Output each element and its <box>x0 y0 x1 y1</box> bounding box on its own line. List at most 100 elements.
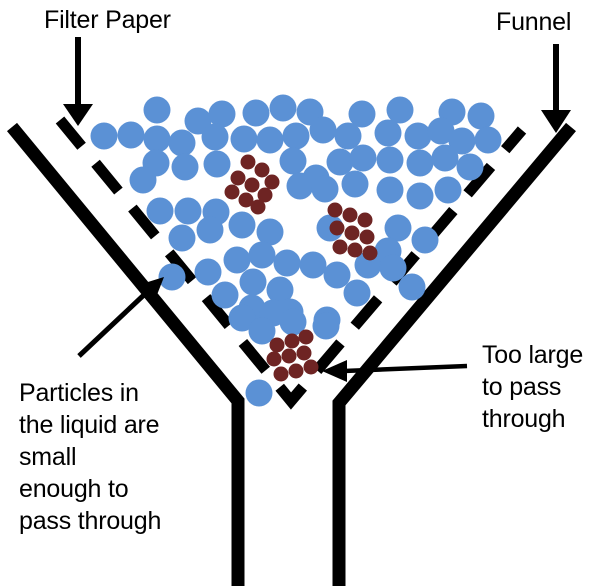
small-particle <box>174 197 202 225</box>
small-particle <box>171 153 199 181</box>
small-particle <box>376 176 404 204</box>
large-particle <box>240 154 256 170</box>
small-particle <box>427 117 455 145</box>
arrowhead-down-icon <box>541 110 571 133</box>
small-particle <box>406 182 434 210</box>
small-particle <box>245 379 273 407</box>
small-particle <box>404 122 432 150</box>
large-particle <box>362 245 378 261</box>
large-particle <box>266 351 282 367</box>
small-particle <box>230 125 258 153</box>
filter-paper-arrow <box>63 37 93 126</box>
large-particles <box>224 154 378 382</box>
small-particles <box>90 94 502 407</box>
small-particle <box>256 126 284 154</box>
large-particle <box>257 187 273 203</box>
small-particle <box>196 216 224 244</box>
small-particle <box>334 122 362 150</box>
small-particle <box>456 153 484 181</box>
small-particle <box>299 251 327 279</box>
small-particle <box>282 122 310 150</box>
large-particle <box>273 366 289 382</box>
small-particle <box>248 241 276 269</box>
large-particle <box>357 212 373 228</box>
large-particles-arrow <box>322 360 468 382</box>
arrowhead-upright-icon <box>135 277 164 305</box>
small-particle <box>143 96 171 124</box>
small-particle <box>273 249 301 277</box>
arrowhead-left-icon <box>322 360 347 382</box>
small-particle <box>474 126 502 154</box>
small-particle <box>146 197 174 225</box>
small-particle <box>266 276 294 304</box>
large-particle <box>327 202 343 218</box>
small-particle <box>467 102 495 130</box>
small-particle <box>248 317 276 345</box>
large-particle <box>284 333 300 349</box>
small-particle <box>211 281 239 309</box>
small-particle <box>201 123 229 151</box>
large-particle <box>254 162 270 178</box>
small-particle <box>117 121 145 149</box>
small-particle <box>411 226 439 254</box>
large-particle <box>332 239 348 255</box>
large-particle <box>238 192 254 208</box>
small-particle <box>223 246 251 274</box>
large-particle <box>250 199 266 215</box>
small-particle <box>309 116 337 144</box>
small-particle <box>90 122 118 150</box>
small-particle <box>184 107 212 135</box>
large-particle <box>342 207 358 223</box>
small-particle <box>348 100 376 128</box>
small-particle <box>286 172 314 200</box>
small-particle <box>279 147 307 175</box>
small-particle <box>343 279 371 307</box>
small-particle <box>312 312 340 340</box>
large-particle <box>244 177 260 193</box>
large-particle <box>359 229 375 245</box>
small-particle <box>143 125 171 153</box>
small-particle <box>242 99 270 127</box>
small-particle <box>431 144 459 172</box>
filter-paper-dashed-line <box>55 116 527 410</box>
large-particle <box>296 345 312 361</box>
small-particle <box>269 94 297 122</box>
funnel-label: Funnel <box>496 8 572 36</box>
small-particle <box>386 96 414 124</box>
large-particle <box>264 174 280 190</box>
small-particle <box>349 144 377 172</box>
large-particle <box>281 348 297 364</box>
large-particle <box>224 184 240 200</box>
small-particle <box>168 129 196 157</box>
small-particle <box>168 224 196 252</box>
large-particle <box>344 225 360 241</box>
small-particle <box>194 258 222 286</box>
funnel-left-wall <box>6 122 245 586</box>
small-particle <box>256 218 284 246</box>
small-particle <box>448 127 476 155</box>
large-particle <box>329 220 345 236</box>
small-particle <box>398 273 426 301</box>
small-particle <box>323 261 351 289</box>
small-particle <box>203 150 231 178</box>
small-particle <box>129 166 157 194</box>
large-particle <box>347 242 363 258</box>
small-particle <box>279 308 307 336</box>
small-particle <box>434 176 462 204</box>
large-particle <box>288 363 304 379</box>
small-particle <box>228 211 256 239</box>
small-particle <box>384 214 412 242</box>
small-particles-arrow <box>77 277 164 358</box>
small-particle <box>376 146 404 174</box>
large-particle <box>298 329 314 345</box>
large-particle <box>303 359 319 375</box>
small-particle <box>379 254 407 282</box>
small-particle <box>341 170 369 198</box>
small-particles-note: Particles in the liquid are small enough… <box>19 379 162 535</box>
small-particle <box>311 175 339 203</box>
funnel-arrow <box>541 44 571 133</box>
small-particle <box>406 149 434 177</box>
small-particle <box>228 304 256 332</box>
